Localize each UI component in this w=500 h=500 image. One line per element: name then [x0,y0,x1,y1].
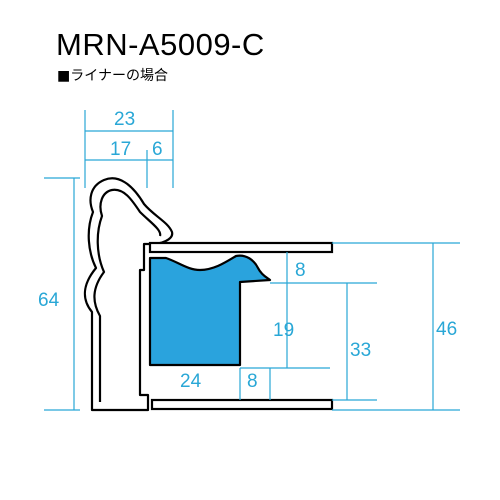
top-rabbet-bar [148,241,334,254]
dim-width-b: 6 [152,139,163,160]
bottom-rabbet-bar [150,398,334,411]
dim-total-height: 64 [38,290,60,311]
right-dimensions [239,242,460,411]
frame-profile-outline [83,177,174,412]
dim-rabbet-depth: 33 [350,340,371,361]
liner-case-subtitle: ■ライナーの場合 [57,68,168,84]
dim-rabbet-top: 8 [295,260,306,281]
dim-inner-height: 19 [273,320,294,341]
dim-liner-step: 8 [247,371,258,392]
dim-width-a: 17 [110,139,131,160]
frame-profile-inner-line [93,188,162,402]
product-code-title: MRN-A5009-C [56,27,265,62]
width-dimensions [84,110,174,188]
dim-outer-height: 46 [436,319,457,340]
total-height-dimension [44,177,80,411]
dim-liner-width: 24 [180,371,202,392]
dim-total-width: 23 [114,109,135,130]
liner-profile [148,254,272,367]
